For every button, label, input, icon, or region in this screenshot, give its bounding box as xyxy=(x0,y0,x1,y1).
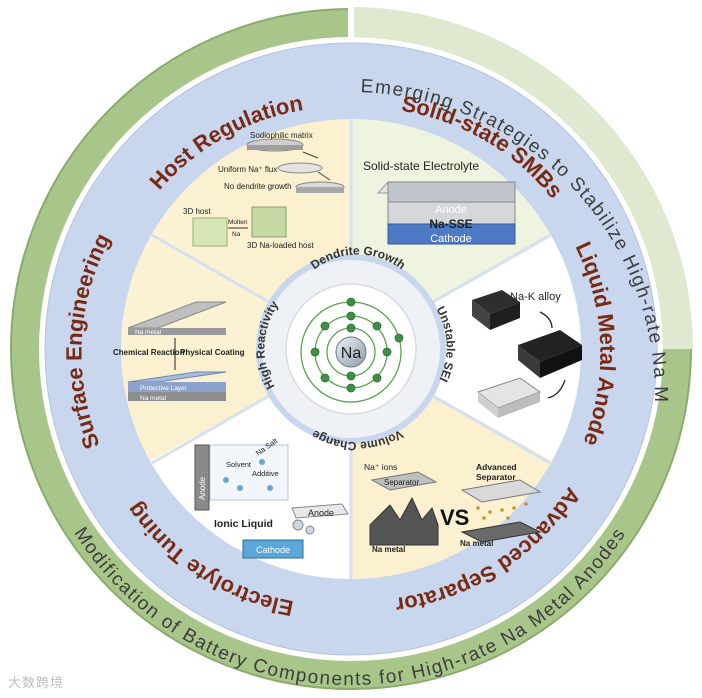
na-atom-label: Na xyxy=(341,345,362,362)
liquid-panel: Na-K alloy xyxy=(472,290,582,418)
ele-cathode: Cathode xyxy=(256,545,290,555)
sep-advanced: Advanced xyxy=(476,462,517,472)
surf-na-bottom: Na metal xyxy=(140,395,167,402)
sep-na-right: Na metal xyxy=(460,539,493,548)
host-nodendrite-label: No dendrite growth xyxy=(224,182,292,191)
solid-cathode: Cathode xyxy=(430,233,472,245)
solid-title: Solid-state Electrolyte xyxy=(363,159,479,173)
surf-chem: Chemical Reaction xyxy=(113,348,185,357)
solid-panel: Solid-state Electrolyte Anode Na-SSE Cat… xyxy=(363,159,517,245)
ele-ionic: Ionic Liquid xyxy=(214,518,273,530)
ele-additive: Additive xyxy=(252,469,279,478)
solid-anode: Anode xyxy=(435,204,467,216)
host-flux-label: Uniform Na⁺ flux xyxy=(218,165,277,174)
liquid-alloy: Na-K alloy xyxy=(510,291,561,303)
host-loaded-cube xyxy=(251,206,287,238)
host-molten-label: Molten xyxy=(228,219,248,226)
ele-anode-side: Anode xyxy=(198,476,207,500)
sep-advanced-separator: Separator xyxy=(476,472,516,482)
surf-protective: Protective Layer xyxy=(140,385,188,392)
sep-vs: VS xyxy=(440,505,469,530)
separator-panel: Na⁺ ions Separator Na metal VS Advanced … xyxy=(364,462,542,554)
host-na-label: Na xyxy=(232,231,241,238)
host-loaded-label: 3D Na-loaded host xyxy=(247,241,314,250)
electrolyte-panel: Anode Solvent Na Salt Additive Ionic Liq… xyxy=(194,436,349,559)
host-matrix-label: Sodiophilic matrix xyxy=(250,131,313,140)
host-3d-cube xyxy=(192,217,228,247)
surf-phys: Physical Coating xyxy=(180,348,245,357)
host-3d-label: 3D host xyxy=(183,207,211,216)
watermark: 大数跨境 xyxy=(8,676,65,691)
top-right-band xyxy=(351,7,693,349)
ele-anode: Anode xyxy=(308,508,334,518)
sep-separator-left: Separator xyxy=(384,478,419,487)
band-divider-right xyxy=(658,497,696,519)
sep-ions: Na⁺ ions xyxy=(364,462,397,472)
surf-na-top: Na metal xyxy=(135,329,162,336)
ele-solvent: Solvent xyxy=(226,460,252,469)
electrons xyxy=(310,297,404,393)
surface-panel: Na metal Chemical Reaction Physical Coat… xyxy=(113,301,245,402)
sep-na-left: Na metal xyxy=(372,545,405,554)
host-panel: Sodiophilic matrix Uniform Na⁺ flux No d… xyxy=(183,131,345,250)
na-atom xyxy=(335,336,367,368)
solid-sse: Na-SSE xyxy=(429,217,472,231)
